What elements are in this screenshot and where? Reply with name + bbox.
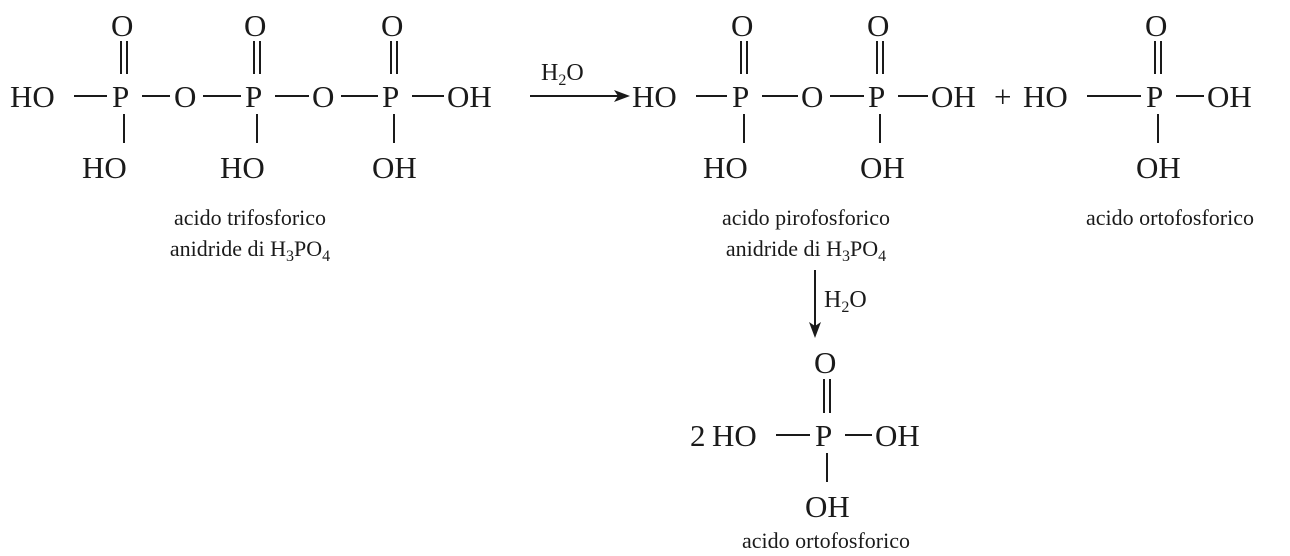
oxygen-label: O (814, 345, 836, 380)
oxygen-label: O (174, 79, 196, 114)
phosphorus-label: P (815, 418, 832, 453)
caption-pirofosforico: acido pirofosforico (722, 205, 890, 230)
reaction-arrow-main: H2O (530, 60, 630, 102)
oxygen-label: O (801, 79, 823, 114)
molecule-ortofosforico-right: HO O P OH OH (1023, 8, 1252, 185)
reagent-water: H2O (541, 60, 584, 89)
oxygen-label: O (111, 8, 133, 43)
oxygen-label: O (312, 79, 334, 114)
phosphorus-label: P (868, 79, 885, 114)
caption-pirofosforico-formula: anidride di H3PO4 (726, 236, 886, 265)
oxygen-label: O (1145, 8, 1167, 43)
oxygen-label: O (244, 8, 266, 43)
hydroxyl-label: OH (1136, 150, 1181, 185)
caption-trifosforico-formula: anidride di H3PO4 (170, 236, 330, 265)
oxygen-label: O (381, 8, 403, 43)
hydroxyl-label: OH (860, 150, 905, 185)
oxygen-label: O (731, 8, 753, 43)
caption-ortofosforico-bottom: acido ortofosforico (742, 528, 910, 553)
hydroxyl-label: HO (82, 150, 127, 185)
phosphorus-label: P (112, 79, 129, 114)
phosphorus-label: P (382, 79, 399, 114)
caption-ortofosforico-right: acido ortofosforico (1086, 205, 1254, 230)
hydroxyl-label: HO (10, 79, 55, 114)
hydroxyl-label: OH (1207, 79, 1252, 114)
reagent-water: H2O (824, 287, 867, 316)
hydroxyl-label: HO (712, 418, 757, 453)
hydroxyl-label: OH (805, 489, 850, 524)
reaction-arrow-down: H2O (809, 270, 867, 338)
arrow-head (614, 90, 630, 102)
hydroxyl-label: HO (632, 79, 677, 114)
molecule-pirofosforico: HO O P HO O O P OH OH (632, 8, 976, 185)
molecule-trifosforico: HO O P HO O O P HO O O P OH OH (10, 8, 492, 185)
molecule-ortofosforico-bottom: 2 HO O P OH OH (690, 345, 920, 524)
hydroxyl-label: OH (875, 418, 920, 453)
coefficient-label: 2 (690, 418, 706, 453)
oxygen-label: O (867, 8, 889, 43)
plus-sign: + (994, 79, 1011, 114)
hydroxyl-label: HO (703, 150, 748, 185)
hydroxyl-label: HO (1023, 79, 1068, 114)
phosphorus-label: P (732, 79, 749, 114)
caption-trifosforico: acido trifosforico (174, 205, 326, 230)
hydroxyl-label: HO (220, 150, 265, 185)
hydroxyl-label: OH (372, 150, 417, 185)
hydroxyl-label: OH (931, 79, 976, 114)
arrow-head (809, 322, 821, 338)
phosphorus-label: P (245, 79, 262, 114)
phosphorus-label: P (1146, 79, 1163, 114)
hydroxyl-label: OH (447, 79, 492, 114)
